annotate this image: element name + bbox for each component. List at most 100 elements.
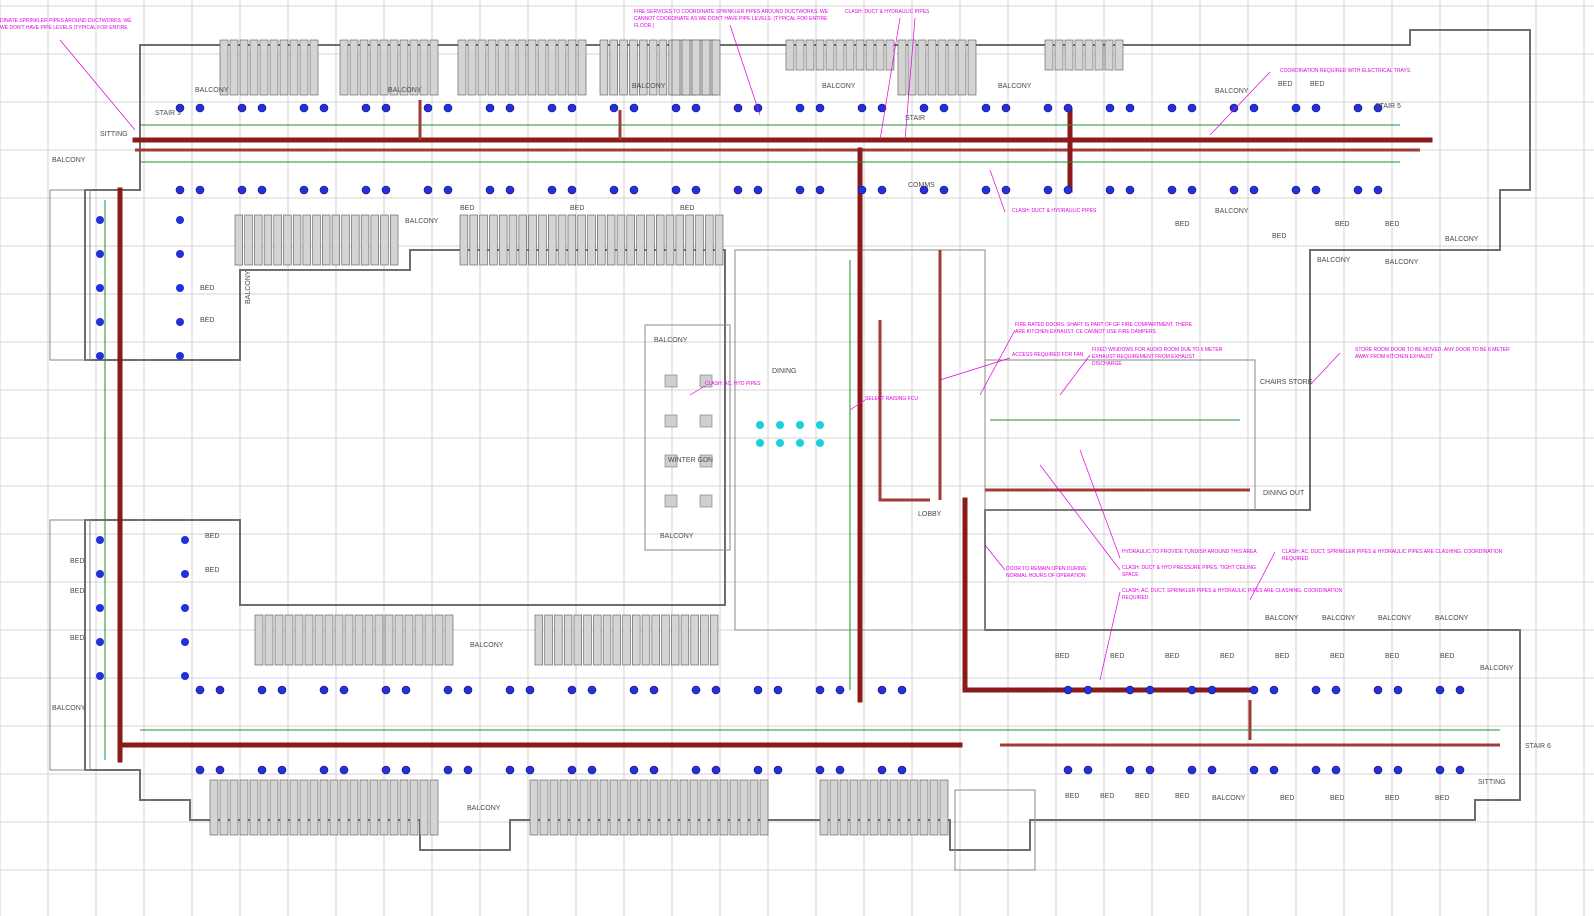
fan-coil-unit [181, 638, 189, 646]
fan-coil-unit [1435, 685, 1445, 695]
room-label-chairs-store: CHAIRS STORE [1260, 379, 1313, 386]
fan-coil-unit [423, 185, 433, 195]
fan-coil-unit [443, 103, 453, 113]
room-label: BALCONY [245, 270, 252, 304]
glazing-panel [739, 779, 749, 836]
dining-table [699, 414, 713, 428]
glazing-panel [304, 614, 314, 666]
glazing-panel [825, 39, 835, 71]
room-label: BALCONY [632, 83, 666, 90]
fan-coil-unit [1435, 765, 1445, 775]
glazing-panel [339, 779, 349, 836]
glazing-panel [879, 779, 889, 836]
fan-coil-unit [1043, 103, 1053, 113]
fan-coil-unit [629, 185, 639, 195]
fan-coil-unit [567, 185, 577, 195]
fan-coil-unit [319, 685, 329, 695]
room-label: BALCONY [998, 83, 1032, 90]
fan-coil-unit [257, 685, 267, 695]
glazing-panel [639, 39, 648, 96]
room-label: BED [1385, 653, 1399, 660]
glazing-panel [675, 214, 685, 266]
fan-coil-unit [1063, 185, 1073, 195]
room-label: BED [1330, 653, 1344, 660]
fan-coil-unit [381, 103, 391, 113]
note-text: CLASH: AC, HYD PIPES [705, 381, 761, 387]
glazing-panel [369, 779, 379, 836]
room-label: BED [1055, 653, 1069, 660]
glazing-panel [259, 39, 269, 96]
fan-coil-unit [691, 185, 701, 195]
fan-coil-unit [567, 685, 577, 695]
fan-coil-unit [753, 765, 763, 775]
fan-coil-unit [1063, 103, 1073, 113]
glazing-panel [658, 39, 668, 96]
fan-coil-unit [181, 570, 189, 578]
glazing-panel [239, 39, 249, 96]
glazing-panel [629, 39, 638, 96]
glazing-panel [349, 779, 359, 836]
glazing-panel [629, 779, 639, 836]
fan-coil-unit [443, 685, 453, 695]
fan-coil-unit [1083, 685, 1093, 695]
glazing-panel [234, 214, 244, 266]
glazing-panel [264, 614, 274, 666]
glazing-panel [899, 779, 909, 836]
fan-coil-unit [1455, 685, 1465, 695]
note-text: NORMAL HOURS OF OPERATION [1006, 573, 1086, 579]
fan-coil-unit [1229, 103, 1239, 113]
glazing-panel [612, 614, 621, 666]
diffuser [776, 439, 784, 447]
glazing-panel [917, 39, 927, 96]
glazing-panel [606, 214, 616, 266]
glazing-panel [329, 779, 339, 836]
fan-coil-unit [176, 216, 184, 224]
fan-coil-unit [567, 103, 577, 113]
glazing-panel [334, 614, 344, 666]
fan-coil-unit [981, 103, 991, 113]
glazing-panel [508, 214, 518, 266]
glazing-panel [609, 39, 618, 96]
glazing-panel [528, 214, 537, 266]
fan-coil-unit [215, 685, 225, 695]
fan-coil-unit [96, 250, 104, 258]
glazing-panel [389, 779, 399, 836]
note-text: ACCESS REQUIRED FOR FAN [1012, 352, 1084, 358]
fan-coil-unit [1207, 685, 1217, 695]
room-label: BED [70, 635, 84, 642]
fan-coil-unit [96, 570, 104, 578]
dining-table [699, 454, 713, 468]
dining-table [664, 414, 678, 428]
fan-coil-unit [257, 185, 267, 195]
fan-coil-unit [525, 765, 535, 775]
glazing-panel [254, 614, 264, 666]
fan-coil-unit [525, 685, 535, 695]
fan-coil-unit [96, 318, 104, 326]
glazing-panel [689, 779, 699, 836]
glazing-panel [849, 779, 859, 836]
glazing-panel [685, 214, 694, 266]
note-text: FIRE RATED DOORS. SHAFT IS PART OF GF FI… [1015, 322, 1193, 328]
room-label-sitting: SITTING [1478, 779, 1506, 786]
glazing-panel [573, 614, 582, 666]
fan-coil-unit [1291, 103, 1301, 113]
note-text: REQUIRED [1122, 595, 1149, 601]
glazing-panel [671, 614, 680, 666]
fan-coil-unit [877, 103, 887, 113]
room-label-winter-garden: WINTER GDN [668, 457, 713, 464]
fan-coil-unit [381, 685, 391, 695]
glazing-panel [312, 214, 321, 266]
glazing-panel [299, 779, 309, 836]
fan-coil-unit [1125, 185, 1135, 195]
fan-coil-unit [877, 685, 887, 695]
fan-coil-unit [877, 765, 887, 775]
glazing-panel [419, 779, 429, 836]
fan-coil-unit [181, 672, 189, 680]
fan-coil-unit [877, 185, 887, 195]
glazing-panel [489, 214, 498, 266]
glazing-panel [289, 39, 299, 96]
glazing-panel [701, 39, 711, 96]
fan-coil-unit [1269, 765, 1279, 775]
glazing-panel [557, 214, 567, 266]
fan-coil-unit [609, 185, 619, 195]
